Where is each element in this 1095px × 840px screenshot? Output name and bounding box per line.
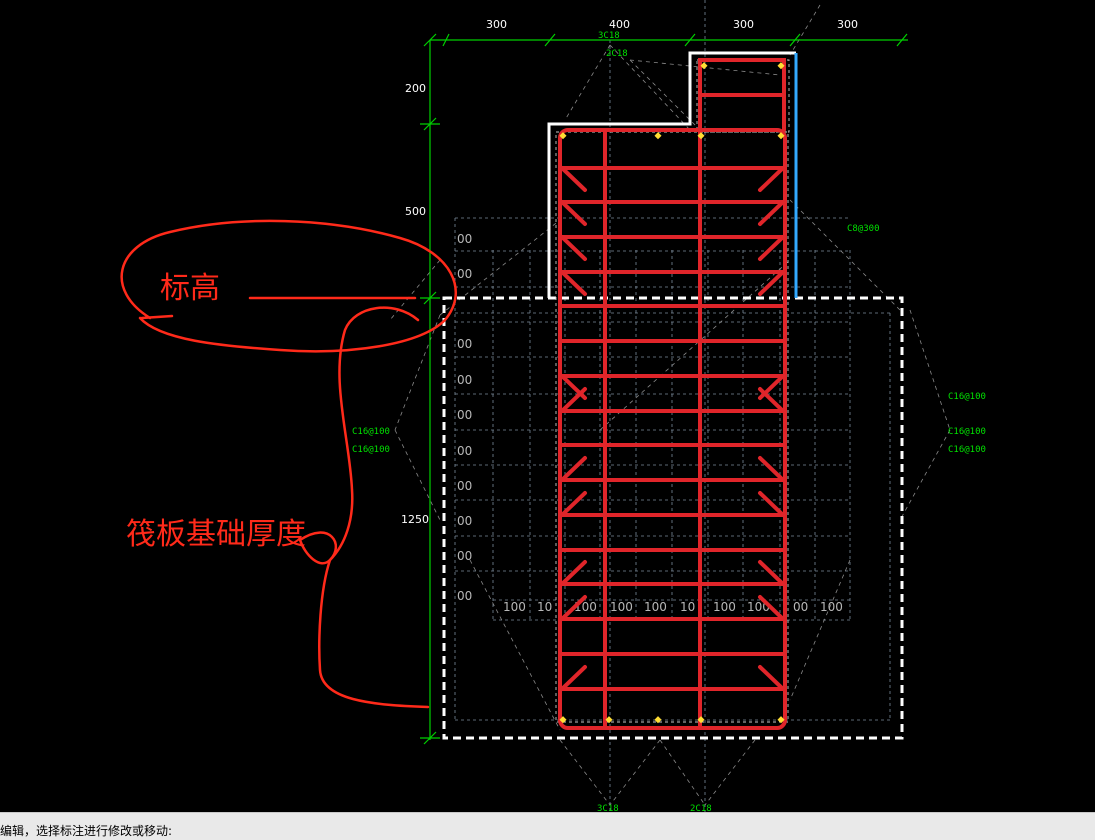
grid-left-label: 00 <box>457 267 472 281</box>
dim-left-3: 1250 <box>401 513 429 526</box>
raft-thickness-bracket <box>318 306 430 709</box>
dimension-lines <box>420 33 908 745</box>
rebar-label-stirrup: C8@300 <box>847 224 880 234</box>
grid-bottom-label: 100 <box>503 600 526 614</box>
grid-left-label: 00 <box>457 408 472 422</box>
grid-side-labels: 00 00 00 00 00 00 00 00 00 00 100 10 100… <box>457 232 843 614</box>
grid-bottom-label: 100 <box>610 600 633 614</box>
rebar-label-right-3: C16@100 <box>948 445 986 455</box>
rebar-points <box>559 62 785 724</box>
grid-bottom-label: 100 <box>820 600 843 614</box>
status-prompt: 编辑，选择标注进行修改或移动: <box>0 824 173 838</box>
grid-left-label: 00 <box>457 444 472 458</box>
raft-thickness-annotation: 筏板基础厚度 <box>126 517 306 552</box>
grid-left-label: 00 <box>457 549 472 563</box>
rebar-label-top-a: 3C18 <box>598 31 620 41</box>
bracket-hook <box>298 531 338 565</box>
status-bar: 编辑，选择标注进行修改或移动: <box>0 812 1095 840</box>
cad-drawing-canvas[interactable]: 00 00 00 00 00 00 00 00 00 00 100 10 100… <box>0 0 1095 812</box>
column-outline[interactable] <box>547 51 796 298</box>
grid-bottom-label: 00 <box>793 600 808 614</box>
grid-bottom-label: 100 <box>644 600 667 614</box>
dim-left-1: 200 <box>405 82 426 95</box>
dim-left-2: 500 <box>405 205 426 218</box>
rebar-label-right-1: C16@100 <box>948 392 986 402</box>
dim-top-1: 300 <box>486 18 507 31</box>
raft-foundation-outline[interactable] <box>442 296 904 740</box>
grid-left-label: 00 <box>457 589 472 603</box>
elevation-annotation: 标高 <box>160 271 220 306</box>
rebar-label-left-2: C16@100 <box>352 445 390 455</box>
dim-top-2: 400 <box>609 18 630 31</box>
hand-annotation-strokes <box>120 219 457 709</box>
dimension-labels[interactable]: 300 400 300 300 200 500 1250 <box>401 18 858 526</box>
grid-bottom-label: 10 <box>680 600 695 614</box>
rebar-label-bottom-a: 3C18 <box>597 804 619 812</box>
hand-annotation-labels: 标高 筏板基础厚度 <box>126 271 306 552</box>
grid-left-label: 00 <box>457 514 472 528</box>
grid-left-label: 00 <box>457 373 472 387</box>
column-section-drawing[interactable]: 00 00 00 00 00 00 00 00 00 00 100 10 100… <box>0 0 1095 812</box>
cover-outlines <box>555 59 790 723</box>
grid-left-label: 00 <box>457 479 472 493</box>
rebar-label-left-1: C16@100 <box>352 427 390 437</box>
grid-bottom-label: 100 <box>713 600 736 614</box>
rebar-label-top-b: 2C18 <box>606 49 628 59</box>
rebar-label-right-2: C16@100 <box>948 427 986 437</box>
grid-left-label: 00 <box>457 337 472 351</box>
dim-top-3: 300 <box>733 18 754 31</box>
longitudinal-rebar-outline <box>558 128 787 730</box>
rebar-label-bottom-b: 2C18 <box>690 804 712 812</box>
rebar-cage[interactable] <box>558 58 787 730</box>
dim-top-4: 300 <box>837 18 858 31</box>
elevation-circle <box>120 219 457 353</box>
grid-bottom-label: 10 <box>537 600 552 614</box>
grid-left-label: 00 <box>457 232 472 246</box>
rebar-labels[interactable]: 3C18 2C18 C8@300 C16@100 C16@100 C16@100… <box>352 31 986 812</box>
